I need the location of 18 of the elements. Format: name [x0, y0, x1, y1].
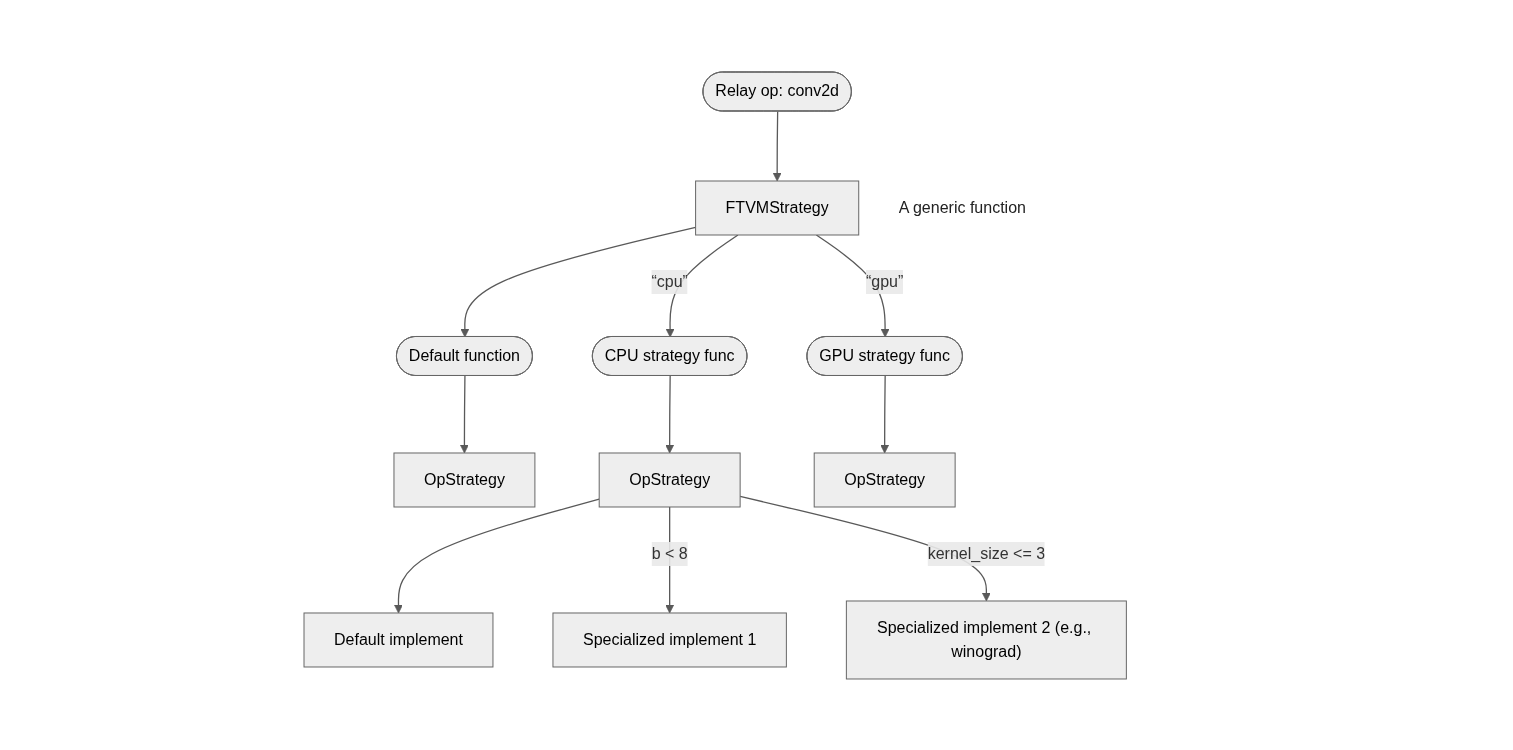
node-box: Specialized implement 2 (e.g., winograd)	[845, 600, 1127, 679]
node-box: FTVMStrategy	[694, 180, 859, 235]
node-label: A generic function	[898, 198, 1026, 216]
node-box: OpStrategy	[813, 452, 956, 507]
arrow	[460, 226, 696, 337]
node-box: Default implement	[303, 612, 494, 667]
arrow	[772, 110, 782, 181]
edge-label: b < 8	[651, 544, 688, 562]
edge-label: “gpu”	[865, 272, 904, 290]
arrow	[459, 374, 469, 453]
arrow	[664, 374, 674, 453]
arrow	[393, 498, 600, 613]
node-box: Specialized implement 1	[552, 612, 787, 667]
node-box: OpStrategy	[393, 452, 536, 507]
edge-label: “cpu”	[651, 272, 688, 290]
node-box: OpStrategy	[598, 452, 741, 507]
arrow	[879, 374, 889, 453]
edge-label: kernel_size <= 3	[927, 544, 1045, 562]
